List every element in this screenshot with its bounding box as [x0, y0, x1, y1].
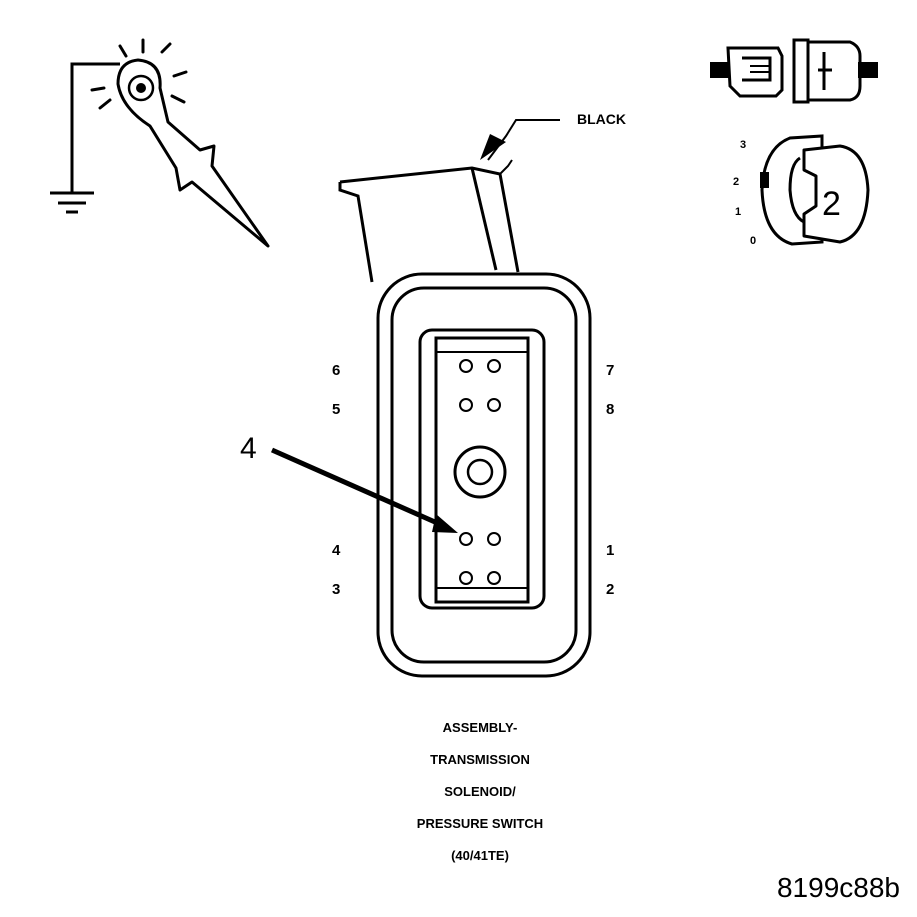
ignition-position-1: 1 — [735, 206, 741, 218]
pin-number-labels: 6 5 4 3 7 8 1 2 — [332, 362, 614, 598]
pin-label-1: 1 — [606, 542, 614, 559]
pin-cavity-1 — [487, 532, 501, 546]
pin-label-4: 4 — [332, 542, 341, 559]
ground-symbol-icon — [50, 191, 94, 214]
ignition-position-3: 3 — [740, 139, 746, 151]
callout-arrow: 4 — [240, 432, 458, 533]
pin-label-8: 8 — [606, 401, 614, 418]
pin-cavity-5 — [459, 398, 473, 412]
wire-color-label: BLACK — [577, 111, 626, 127]
ignition-position-0: 0 — [750, 235, 756, 247]
pin-cavity-2 — [487, 571, 501, 585]
pin-label-3: 3 — [332, 581, 340, 598]
connector-body — [338, 159, 592, 678]
pin-label-5: 5 — [332, 401, 340, 418]
wire-color-callout: BLACK — [480, 111, 626, 161]
pin-label-7: 7 — [606, 362, 614, 379]
connector-disconnect-icon — [710, 38, 878, 104]
caption-line-2: TRANSMISSION — [430, 752, 530, 767]
pin-cavity-3 — [459, 571, 473, 585]
ignition-position-2: 2 — [733, 176, 739, 188]
pin-cavity-6 — [459, 359, 473, 373]
pin-label-6: 6 — [332, 362, 340, 379]
caption: ASSEMBLY- TRANSMISSION SOLENOID/ PRESSUR… — [417, 720, 543, 863]
caption-line-4: PRESSURE SWITCH — [417, 816, 543, 831]
pin-cavity-7 — [487, 359, 501, 373]
ignition-selected-position: 2 — [822, 185, 841, 223]
caption-line-3: SOLENOID/ — [444, 784, 516, 799]
callout-number: 4 — [240, 432, 257, 465]
pin-cavity-4 — [459, 532, 473, 546]
pin-cavity-8 — [487, 398, 501, 412]
pin-label-2: 2 — [606, 581, 614, 598]
ignition-switch-icon: 3 2 1 0 2 — [733, 134, 870, 247]
test-light-probe-icon — [50, 38, 270, 248]
figure-id: 8199c88b — [777, 872, 900, 903]
caption-line-1: ASSEMBLY- — [443, 720, 518, 735]
caption-line-5: (40/41TE) — [451, 848, 509, 863]
pin-cavities — [453, 359, 507, 585]
